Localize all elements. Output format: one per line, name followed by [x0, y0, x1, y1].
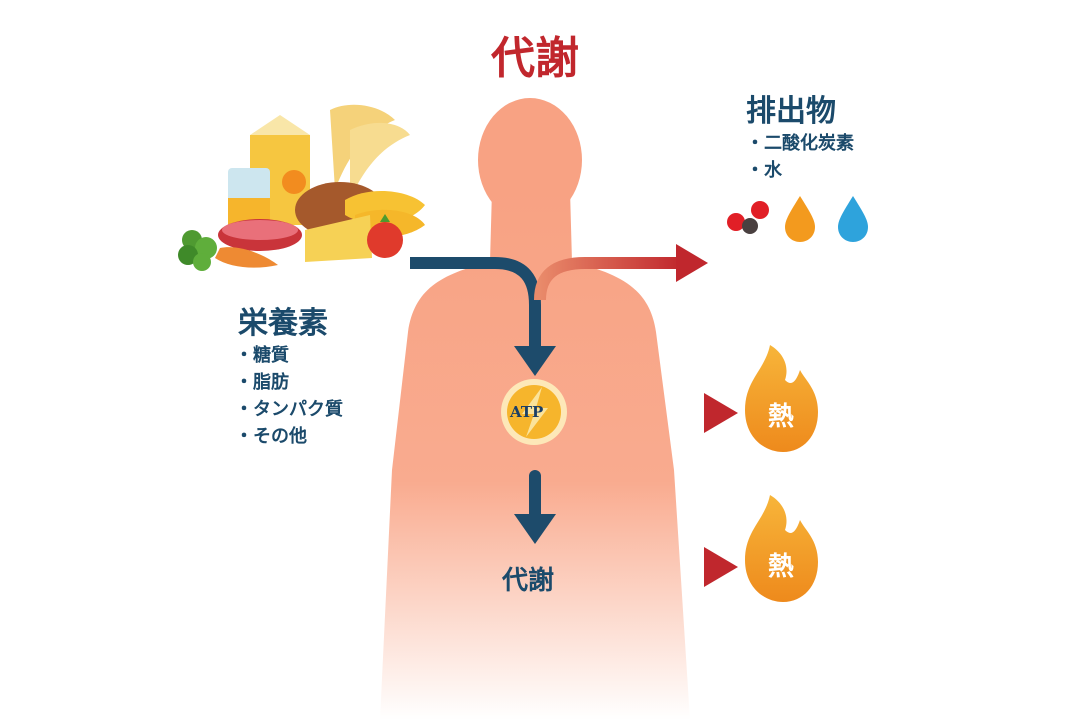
nutrient-intake-arrow — [410, 257, 556, 376]
water-drop-icon — [838, 196, 868, 242]
excreta-heading: 排出物 — [746, 94, 836, 129]
heat-label: 熱 — [768, 402, 795, 432]
metabolism-heat-arrow — [603, 547, 738, 587]
co2-molecule-icon — [727, 201, 769, 234]
excretion-arrow — [534, 244, 708, 301]
heat-label: 熱 — [768, 552, 795, 582]
human-silhouette — [380, 98, 690, 720]
orange-drop-icon — [785, 196, 815, 242]
excreta-list: ・二酸化炭素 ・水 — [746, 130, 854, 184]
atp-metabolism-arrow — [514, 470, 556, 544]
atp-bolt-icon — [501, 379, 567, 445]
flame-icon — [745, 495, 818, 602]
food-cluster-icon — [178, 104, 425, 271]
nutrient-item: ・糖質 — [235, 345, 289, 366]
atp-label: ATP — [510, 403, 544, 421]
excreta-item: ・水 — [746, 160, 782, 181]
excreta-item: ・二酸化炭素 — [746, 133, 854, 154]
nutrient-item: ・タンパク質 — [235, 399, 343, 420]
nutrients-heading: 栄養素 — [238, 306, 328, 341]
page-title: 代謝 — [491, 33, 579, 84]
nutrient-item: ・脂肪 — [235, 372, 289, 393]
nutrients-list: ・糖質 ・脂肪 ・タンパク質 ・その他 — [235, 342, 343, 450]
atp-heat-arrow — [569, 393, 738, 433]
flame-icon — [745, 345, 818, 452]
metabolism-label: 代謝 — [502, 566, 555, 596]
nutrient-item: ・その他 — [235, 426, 307, 447]
